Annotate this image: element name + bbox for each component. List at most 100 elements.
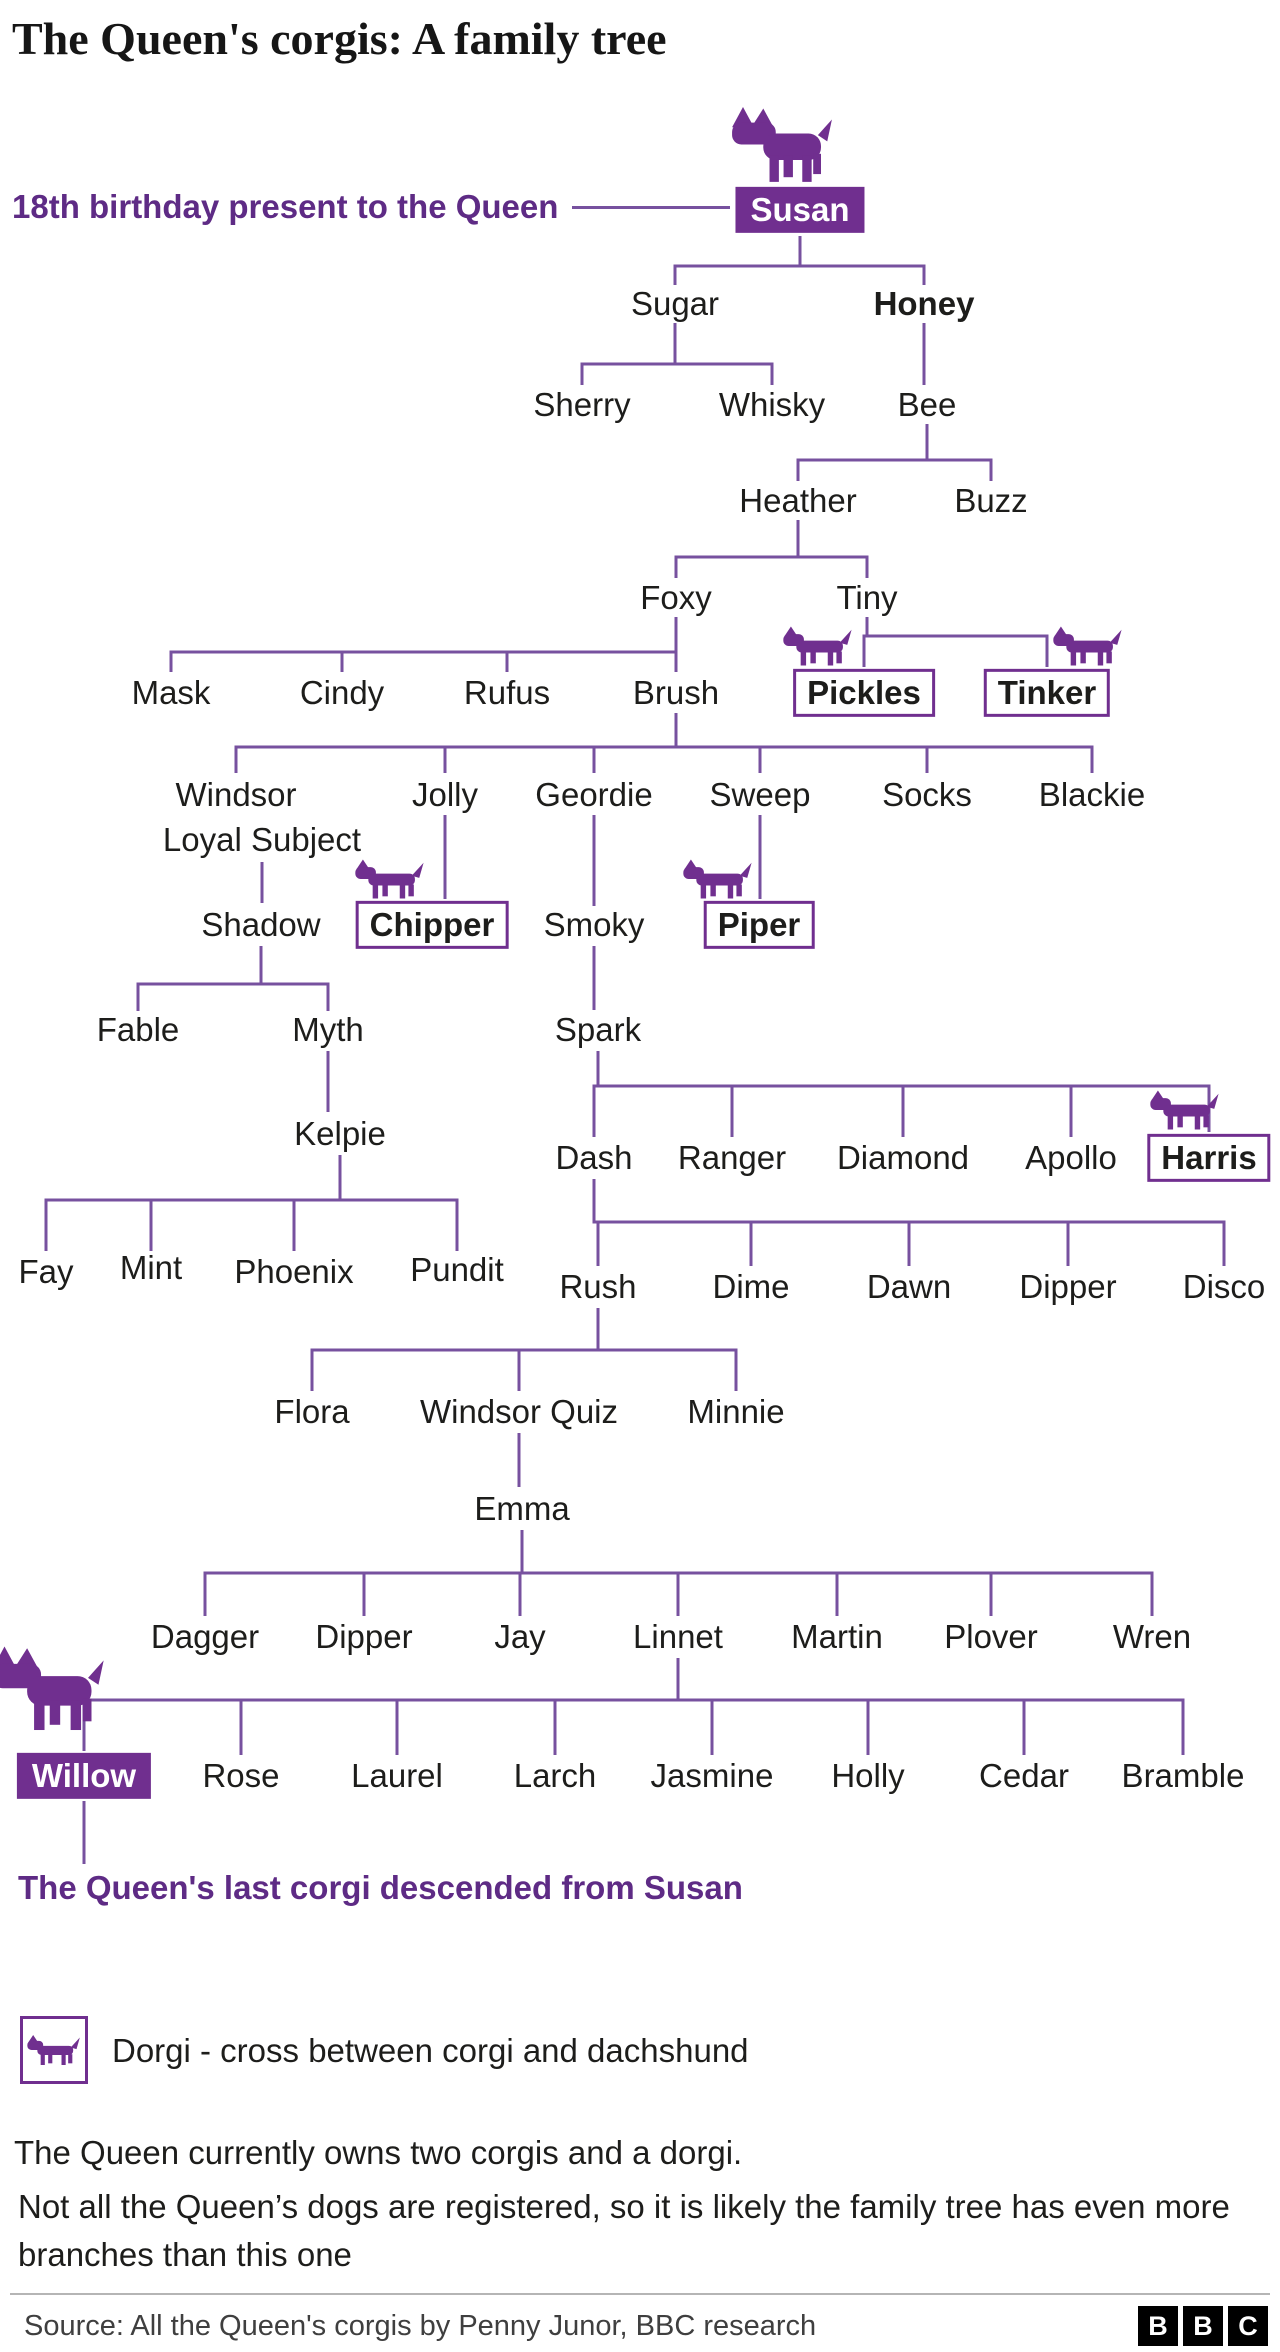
node-rose: Rose [202,1756,280,1794]
bbc-logo-letter: C [1228,2306,1268,2346]
node-bramble: Bramble [1121,1756,1245,1794]
node-cindy: Cindy [299,673,385,711]
node-sweep: Sweep [709,775,811,813]
dorgi-icon [683,860,753,899]
node-spark: Spark [554,1010,642,1048]
node-plover: Plover [944,1617,1038,1655]
node-myth: Myth [292,1010,364,1048]
node-brush: Brush [632,673,720,711]
annotation-birthday-text: 18th birthday present to the Queen [12,188,559,225]
node-rush: Rush [559,1267,637,1305]
node-phoenix: Phoenix [234,1252,354,1290]
node-pundit: Pundit [410,1250,504,1288]
node-dipper-dash: Dipper [1019,1267,1117,1305]
corgi-icon [732,107,832,185]
note-current-dogs: The Queen currently owns two corgis and … [14,2134,743,2172]
node-jasmine: Jasmine [650,1756,774,1794]
node-flora: Flora [274,1392,350,1430]
node-chipper: Chipper [355,900,509,950]
node-jolly: Jolly [411,775,479,813]
dorgi-icon [1053,627,1123,666]
connector-linnet-children [82,1658,1185,1755]
connector-emma-children [203,1530,1154,1616]
node-smoky: Smoky [543,905,645,943]
annotation-birthday: 18th birthday present to the Queen [12,188,730,226]
node-dawn: Dawn [866,1267,952,1305]
node-wren: Wren [1112,1617,1192,1655]
node-sugar: Sugar [630,284,720,322]
connector-rush-children [310,1308,738,1391]
corgi-icon [0,1647,104,1734]
node-susan: Susan [735,186,865,234]
node-whisky: Whisky [718,385,826,423]
dorgi-icon [355,860,425,899]
node-ranger: Ranger [677,1138,787,1176]
node-foxy: Foxy [640,578,712,616]
connector-sugar-children [580,323,774,385]
node-cedar: Cedar [979,1756,1069,1794]
node-windsor-loyal-subject: Windsor [175,775,297,813]
node-holly: Holly [831,1756,905,1794]
node-blackie: Blackie [1038,775,1146,813]
footer-divider [10,2293,1270,2295]
note-registration: Not all the Queen’s dogs are registered,… [18,2188,1230,2273]
node-tiny: Tiny [836,578,898,616]
node-mask: Mask [131,673,211,711]
node-linnet: Linnet [633,1617,723,1655]
legend-dorgi-box [20,2016,88,2084]
dorgi-icon [783,627,853,666]
node-larch: Larch [513,1756,597,1794]
connector-bee-children [796,424,993,481]
node-geordie: Geordie [535,775,653,813]
node-martin: Martin [791,1617,883,1655]
node-buzz: Buzz [954,481,1028,519]
node-laurel: Laurel [351,1756,443,1794]
node-disco: Disco [1182,1267,1266,1305]
node-dash: Dash [555,1138,633,1176]
connector-kelpie-children [44,1155,459,1251]
connector-spark-children [592,1051,1211,1137]
node-socks: Socks [882,775,972,813]
legend-dorgi-text: Dorgi - cross between corgi and dachshun… [112,2032,749,2070]
node-sherry: Sherry [533,385,631,423]
dorgi-icon [1150,1091,1220,1130]
node-emma: Emma [474,1489,570,1527]
connector-tiny-children [862,617,1049,667]
annotation-pointer-line [572,205,730,209]
node-windsor-quiz: Windsor Quiz [419,1392,619,1430]
node-diamond: Diamond [836,1138,970,1176]
node-fable: Fable [96,1010,180,1048]
node-apollo: Apollo [1025,1138,1117,1176]
dorgi-icon [27,2035,81,2065]
node-fay: Fay [18,1252,74,1290]
node-mint: Mint [119,1248,183,1286]
node-rufus: Rufus [463,673,551,711]
bbc-logo-letter: B [1138,2306,1178,2346]
connector-heather-children [674,520,869,578]
node-pickles: Pickles [793,668,935,718]
node-willow: Willow [16,1752,152,1800]
connector-shadow-children [136,946,330,1011]
node-dagger: Dagger [150,1617,260,1655]
connector-foxy-children [169,617,678,672]
node-tinker: Tinker [983,668,1111,718]
connector-dash-children [592,1179,1226,1266]
node-piper: Piper [703,900,815,950]
node-bee: Bee [897,385,957,423]
node-minnie: Minnie [687,1392,785,1430]
node-kelpie: Kelpie [294,1114,386,1152]
node-honey: Honey [873,284,975,322]
node-shadow: Shadow [201,905,321,943]
node-jay: Jay [494,1617,546,1655]
connector-susan-children [673,236,926,285]
page-title: The Queen's corgis: A family tree [12,13,667,64]
node-windsor-loyal-subject-line2: Loyal Subject [162,820,362,858]
node-dipper-emma: Dipper [315,1617,413,1655]
node-dime: Dime [712,1267,790,1305]
node-heather: Heather [739,481,857,519]
connector-brush-children [234,713,1094,773]
bbc-logo-letter: B [1183,2306,1223,2346]
source-credit: Source: All the Queen's corgis by Penny … [24,2310,817,2342]
